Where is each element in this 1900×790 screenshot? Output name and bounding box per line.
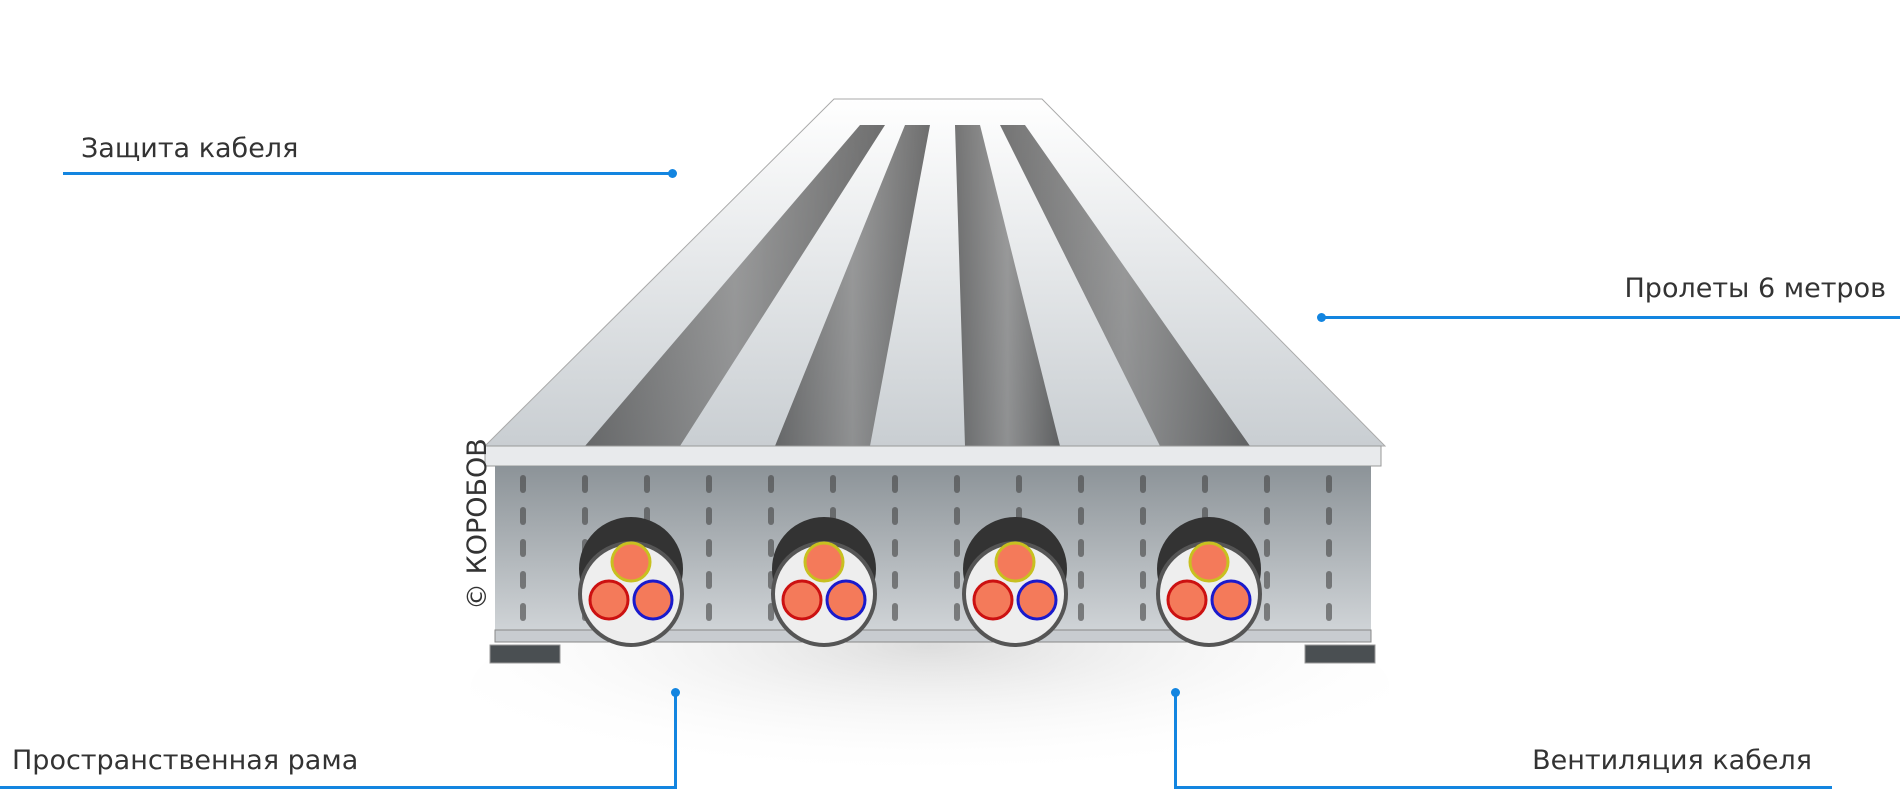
- ventilation-hole: [1140, 603, 1146, 621]
- ventilation-hole: [954, 475, 960, 493]
- leader-dot-ventilation: [1171, 688, 1180, 697]
- ventilation-hole: [892, 475, 898, 493]
- ventilation-hole: [1264, 603, 1270, 621]
- core-blue: [1210, 579, 1252, 621]
- ventilation-hole: [1078, 539, 1084, 557]
- ventilation-hole: [892, 507, 898, 525]
- leader-dot-spans: [1317, 313, 1326, 322]
- leader-line-ventilation: [1174, 691, 1177, 789]
- ventilation-hole: [520, 603, 526, 621]
- ventilation-hole: [706, 507, 712, 525]
- core-blue: [632, 579, 674, 621]
- leader-line-ventilation-h: [1174, 786, 1832, 789]
- ventilation-hole: [520, 507, 526, 525]
- ventilation-hole: [1140, 507, 1146, 525]
- ventilation-hole: [1140, 475, 1146, 493]
- ventilation-hole: [582, 507, 588, 525]
- core-yellow: [803, 541, 845, 583]
- ventilation-hole: [1326, 475, 1332, 493]
- core-red: [1166, 579, 1208, 621]
- label-space-frame: Пространственная рама: [12, 745, 359, 776]
- ventilation-hole: [520, 571, 526, 589]
- ventilation-hole: [582, 475, 588, 493]
- copyright-watermark: © КОРОБОВ: [462, 438, 493, 610]
- ventilation-hole: [954, 571, 960, 589]
- ventilation-hole: [706, 475, 712, 493]
- core-blue: [825, 579, 867, 621]
- ventilation-hole: [1202, 475, 1208, 493]
- ventilation-hole: [520, 539, 526, 557]
- ventilation-hole: [1078, 507, 1084, 525]
- ventilation-hole: [706, 603, 712, 621]
- ventilation-hole: [892, 571, 898, 589]
- ventilation-hole: [1264, 539, 1270, 557]
- cable-tops: [585, 125, 1250, 446]
- cable-3: [962, 517, 1068, 647]
- core-yellow: [994, 541, 1036, 583]
- ventilation-hole: [892, 603, 898, 621]
- cable-1: [578, 517, 684, 647]
- leader-line-spans: [1321, 316, 1900, 319]
- ventilation-hole: [768, 539, 774, 557]
- core-red: [588, 579, 630, 621]
- ventilation-hole: [1264, 507, 1270, 525]
- ventilation-hole: [706, 539, 712, 557]
- cable-4: [1156, 517, 1262, 647]
- ventilation-hole: [1140, 539, 1146, 557]
- ventilation-hole: [1326, 539, 1332, 557]
- cable-2: [771, 517, 877, 647]
- ventilation-hole: [954, 507, 960, 525]
- core-red: [972, 579, 1014, 621]
- leader-dot-cable-protection: [668, 169, 677, 178]
- label-cable-ventilation: Вентиляция кабеля: [1532, 745, 1812, 776]
- label-cable-protection: Защита кабеля: [81, 133, 299, 164]
- leader-line-space-frame-h: [0, 786, 677, 789]
- ventilation-hole: [1078, 475, 1084, 493]
- ventilation-hole: [520, 475, 526, 493]
- ventilation-hole: [1264, 571, 1270, 589]
- ventilation-hole: [1140, 571, 1146, 589]
- ventilation-hole: [768, 475, 774, 493]
- ventilation-hole: [954, 603, 960, 621]
- ventilation-hole: [706, 571, 712, 589]
- label-spans: Пролеты 6 метров: [1624, 273, 1887, 304]
- ventilation-hole: [830, 475, 836, 493]
- leader-line-space-frame: [674, 691, 677, 789]
- leader-line-cable-protection: [63, 172, 672, 175]
- leader-dot-space-frame: [671, 688, 680, 697]
- ventilation-hole: [768, 603, 774, 621]
- core-yellow: [610, 541, 652, 583]
- core-blue: [1016, 579, 1058, 621]
- core-yellow: [1188, 541, 1230, 583]
- ventilation-hole: [768, 507, 774, 525]
- ventilation-hole: [1326, 603, 1332, 621]
- ventilation-hole: [1078, 603, 1084, 621]
- ventilation-hole: [1078, 571, 1084, 589]
- ventilation-hole: [1326, 571, 1332, 589]
- ventilation-hole: [1016, 475, 1022, 493]
- ventilation-hole: [892, 539, 898, 557]
- ventilation-hole: [644, 475, 650, 493]
- ventilation-hole: [954, 539, 960, 557]
- ventilation-hole: [1264, 475, 1270, 493]
- core-red: [781, 579, 823, 621]
- ventilation-hole: [1326, 507, 1332, 525]
